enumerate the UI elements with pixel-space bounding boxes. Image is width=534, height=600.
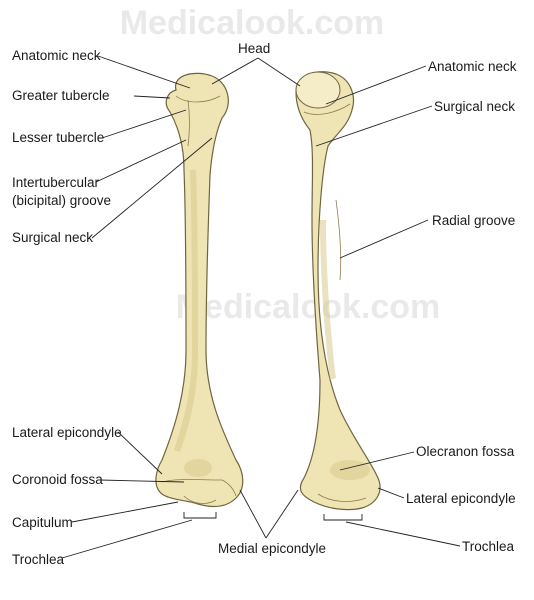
leader-trochlea-right [345, 521, 461, 547]
label-trochlea-right: Trochlea [462, 539, 515, 554]
leader-intertubercular-groove [95, 139, 187, 183]
leader-olecranon-fossa [339, 451, 415, 471]
label-intertubercular-line2: (bicipital) groove [12, 193, 111, 208]
leader-lesser-tubercle [101, 109, 187, 139]
leader-head-left [211, 57, 259, 85]
humerus-anterior [155, 72, 244, 508]
leader-head-right [257, 57, 301, 87]
watermark-top: Medicalook.com [120, 4, 385, 42]
label-head: Head [238, 41, 270, 56]
leader-lines [61, 55, 461, 559]
label-lateral-epicondyle-right: Lateral epicondyle [406, 491, 516, 506]
humerus-posterior-head [295, 71, 341, 109]
humerus-anterior-groove [187, 99, 190, 147]
trochlea-contour-left [183, 495, 217, 504]
label-surgical-neck-right: Surgical neck [434, 99, 515, 114]
trochlea-bracket-right [323, 514, 363, 521]
leader-coronoid-fossa [99, 479, 185, 483]
leader-anatomic-neck-right [325, 65, 427, 105]
label-greater-tubercle: Greater tubercle [12, 88, 110, 103]
humerus-posterior-neck-line [303, 103, 351, 115]
humerus-anterior-neck-line [175, 95, 221, 103]
label-olecranon-fossa: Olecranon fossa [416, 444, 515, 459]
labels: Head Anatomic neck Greater tubercle Less… [12, 41, 517, 567]
label-coronoid-fossa: Coronoid fossa [12, 472, 103, 487]
leader-capitulum [71, 501, 179, 523]
coronoid-fossa-shape [184, 459, 212, 477]
label-trochlea-left: Trochlea [12, 552, 65, 567]
trochlea-bracket-left [183, 512, 217, 519]
humerus-posterior [295, 71, 381, 511]
label-capitulum: Capitulum [12, 515, 73, 530]
leader-greater-tubercle [133, 95, 171, 99]
label-intertubercular-line1: Intertubercular [12, 175, 100, 190]
leader-anatomic-neck-left [97, 55, 191, 89]
leader-lateral-epicondyle-right [377, 487, 405, 499]
label-anatomic-neck-left: Anatomic neck [12, 48, 101, 63]
watermark-middle: Medicalook.com [176, 288, 441, 326]
trochlea-contour-right [317, 493, 367, 502]
humerus-posterior-shaft-shade [320, 220, 336, 380]
label-lesser-tubercle: Lesser tubercle [12, 130, 104, 145]
radial-groove-line [335, 199, 342, 281]
leader-medial-epicondyle-left [239, 489, 267, 539]
leader-trochlea-left [61, 519, 193, 559]
leader-radial-groove [339, 219, 429, 259]
label-medial-epicondyle: Medial epicondyle [218, 541, 326, 556]
leader-lateral-epicondyle-left [117, 431, 163, 475]
humerus-anterior-outline [155, 72, 244, 508]
humerus-posterior-outline [295, 71, 381, 511]
label-lateral-epicondyle-left: Lateral epicondyle [12, 425, 122, 440]
label-anatomic-neck-right: Anatomic neck [428, 59, 517, 74]
label-surgical-neck-left: Surgical neck [12, 230, 93, 245]
label-radial-groove: Radial groove [432, 213, 515, 228]
humerus-anterior-shaft-shade [174, 170, 198, 452]
olecranon-fossa-shape [330, 460, 370, 480]
leader-surgical-neck-left [91, 137, 213, 239]
humerus-anterior-condyle-line [161, 479, 237, 497]
leader-medial-epicondyle-right [265, 489, 299, 539]
leader-surgical-neck-right [315, 105, 433, 147]
